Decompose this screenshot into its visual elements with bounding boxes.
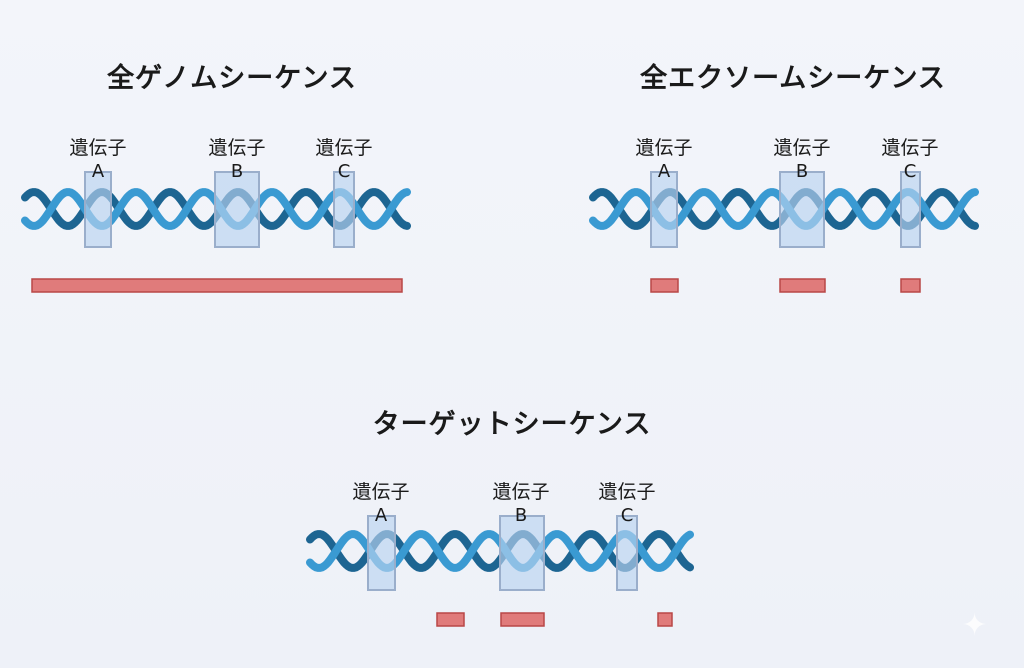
sequenced-region-bar: [779, 278, 826, 293]
sparkle-icon: ✦: [962, 608, 988, 643]
gene-region-a: [367, 515, 396, 591]
gene-region-c: [333, 171, 355, 248]
gene-region-b: [214, 171, 260, 248]
sequenced-region-bar: [650, 278, 679, 293]
gene-region-c: [900, 171, 921, 248]
gene-region-c: [616, 515, 638, 591]
sequenced-region-bar: [500, 612, 545, 627]
gene-region-a: [84, 171, 112, 248]
gene-region-b: [779, 171, 825, 248]
sequenced-region-bar: [900, 278, 921, 293]
panel-title-targeted: ターゲットシーケンス: [372, 409, 652, 440]
sequenced-region-bar: [657, 612, 673, 627]
panel-title-whole-genome: 全ゲノムシーケンス: [107, 63, 357, 94]
gene-region-a: [650, 171, 678, 248]
sequenced-region-bar: [436, 612, 465, 627]
gene-region-b: [499, 515, 545, 591]
panel-title-whole-exome: 全エクソームシーケンス: [640, 63, 946, 94]
sequenced-region-bar: [31, 278, 403, 293]
